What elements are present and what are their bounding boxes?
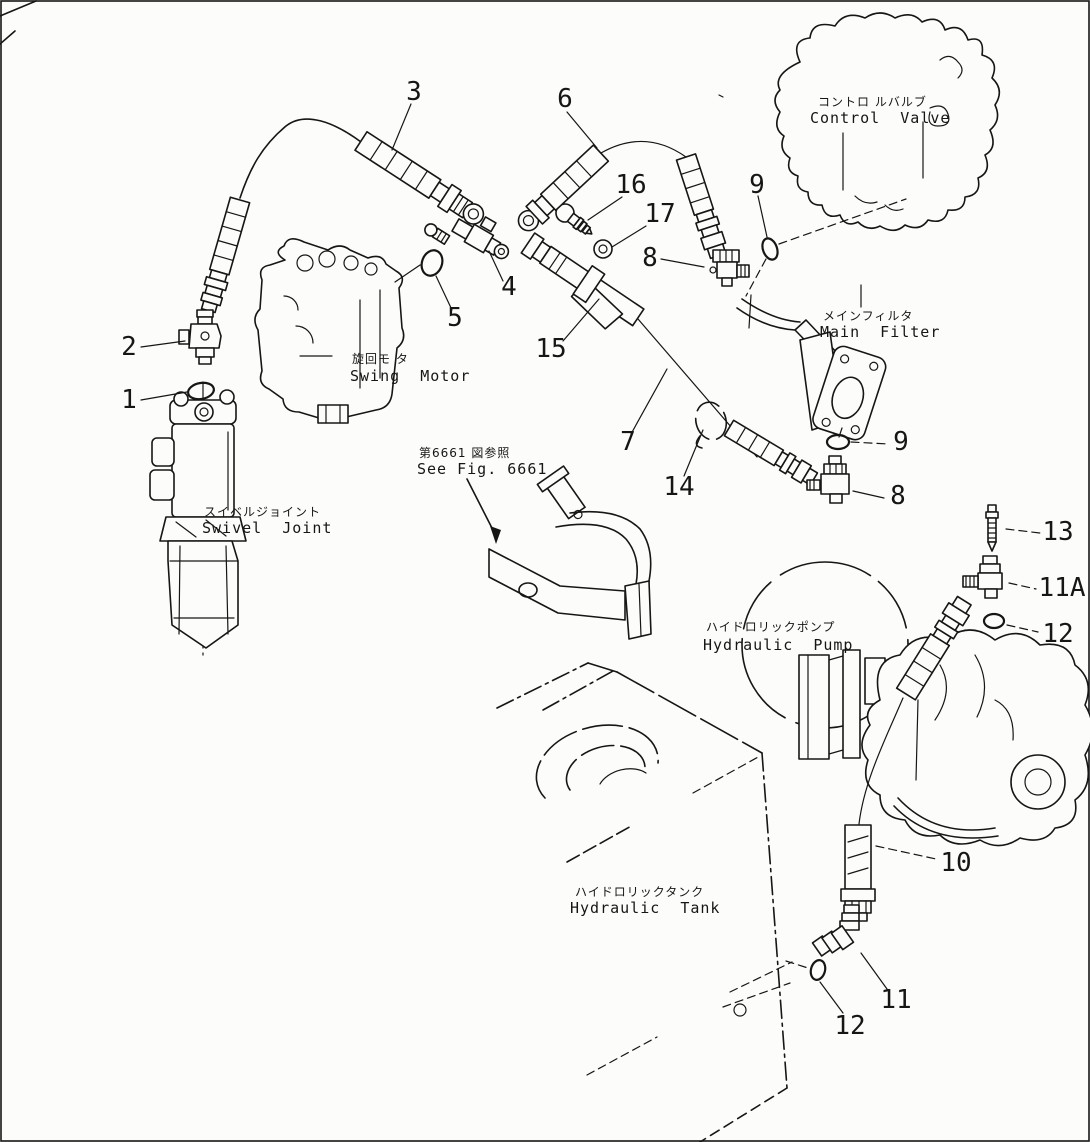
callout-8b: 8 (890, 481, 906, 511)
callout-11A: 11A (1039, 573, 1086, 603)
hydraulic-tank-figure: ハイドロリックタンク Hydraulic Tank (496, 662, 793, 1142)
tee-bolt (424, 223, 451, 246)
elbow-fitting-2 (178, 309, 222, 365)
o-ring-1 (187, 381, 215, 401)
elbow-fitting-8a (709, 249, 750, 287)
hose-to-swivel (200, 196, 251, 314)
callout-9b: 9 (893, 427, 909, 457)
hose-6 (517, 144, 610, 232)
bolt-16 (555, 203, 593, 235)
hose-curve (239, 118, 362, 199)
callout-10: 10 (940, 848, 971, 878)
callout-6: 6 (557, 84, 573, 114)
hose-3 (354, 130, 485, 225)
swivel-joint-label-jp: スイベルジョイント (204, 505, 321, 519)
filter-flange (812, 345, 887, 441)
main-filter-label-jp: メインフィルタ (823, 309, 913, 323)
pump-lower-hose (893, 797, 999, 839)
callout-12b: 12 (834, 1011, 865, 1041)
control-valve-body (774, 12, 1001, 232)
callout-leader-lines (140, 103, 1041, 1014)
washer-17 (593, 239, 613, 259)
pump-body (861, 629, 1090, 847)
swing-motor-label-en: Swing Motor (350, 367, 470, 385)
tank-filler-ring-inner (565, 744, 646, 791)
hydraulic-tank-label-jp: ハイドロリックタンク (575, 885, 704, 899)
swing-motor-figure: 旋回モ タ Swing Motor (254, 238, 470, 424)
elbow-fitting-11 (811, 904, 860, 957)
callout-5: 5 (447, 303, 463, 333)
hydraulic-pump-label-jp: ハイドロリックポンプ (706, 620, 835, 634)
callout-17: 17 (644, 199, 675, 229)
hose-to-valve (895, 595, 972, 701)
valve-11A (962, 555, 1003, 599)
see-fig-leader-line (466, 478, 495, 533)
callout-16: 16 (615, 170, 646, 200)
see-fig-arrowhead (490, 526, 501, 544)
o-ring-9b (825, 433, 851, 451)
fitting-8b (806, 455, 850, 504)
see-fig-label-jp: 第6661 図参照 (419, 445, 510, 460)
callout-14: 14 (663, 472, 694, 502)
hydraulic-tank-label-en: Hydraulic Tank (570, 899, 720, 917)
tee-fitting-group (420, 203, 779, 277)
tank-filler-ring-outer (535, 724, 659, 799)
see-fig-label-en: See Fig. 6661 (417, 460, 547, 478)
swing-motor-label-jp: 旋回モ タ (352, 352, 409, 366)
hose-15 (520, 232, 645, 330)
hose-7b (723, 419, 819, 486)
hose-run-middle (520, 232, 819, 486)
callout-numbers: 3 6 16 17 9 8 2 1 5 4 15 7 14 9 8 13 11A… (121, 77, 1086, 1041)
hose-run-left (178, 118, 485, 401)
o-ring-5 (420, 249, 444, 277)
swing-motor-body (254, 238, 405, 423)
callout-13: 13 (1042, 517, 1073, 547)
bracket-figure: 第6661 図参照 See Fig. 6661 (417, 445, 652, 640)
o-ring-9a (761, 237, 779, 261)
callout-2: 2 (121, 332, 137, 362)
callout-11: 11 (880, 985, 911, 1015)
o-ring-12a (982, 612, 1006, 630)
hydraulic-pump-figure: ハイドロリックポンプ Hydraulic Pump (703, 504, 1090, 981)
callout-3: 3 (406, 77, 422, 107)
hose-run-right (517, 140, 750, 287)
swivel-joint-figure: スイベルジョイント Swivel Joint (149, 381, 332, 656)
clamp-14 (694, 401, 728, 449)
main-filter-label-en: Main Filter (820, 323, 940, 341)
callout-9a: 9 (749, 170, 765, 200)
callout-12a: 12 (1042, 619, 1073, 649)
o-ring-12b (809, 959, 827, 981)
main-filter-figure: メインフィルタ Main Filter (736, 284, 940, 504)
callout-7: 7 (620, 427, 636, 457)
control-valve-label-jp: コントロ ルバルブ (818, 94, 927, 109)
callout-4: 4 (501, 272, 517, 302)
control-valve-label-en: Control Valve (810, 109, 950, 127)
callout-1: 1 (121, 385, 137, 415)
callout-8a: 8 (642, 243, 658, 273)
callout-15: 15 (535, 334, 566, 364)
plug-bolt-13 (985, 504, 999, 552)
swivel-joint-label-en: Swivel Joint (202, 519, 332, 537)
hose-6b (675, 153, 727, 260)
hydraulic-pump-label-en: Hydraulic Pump (703, 636, 853, 654)
control-valve-figure: コントロ ルバルブ Control Valve (745, 12, 1001, 329)
